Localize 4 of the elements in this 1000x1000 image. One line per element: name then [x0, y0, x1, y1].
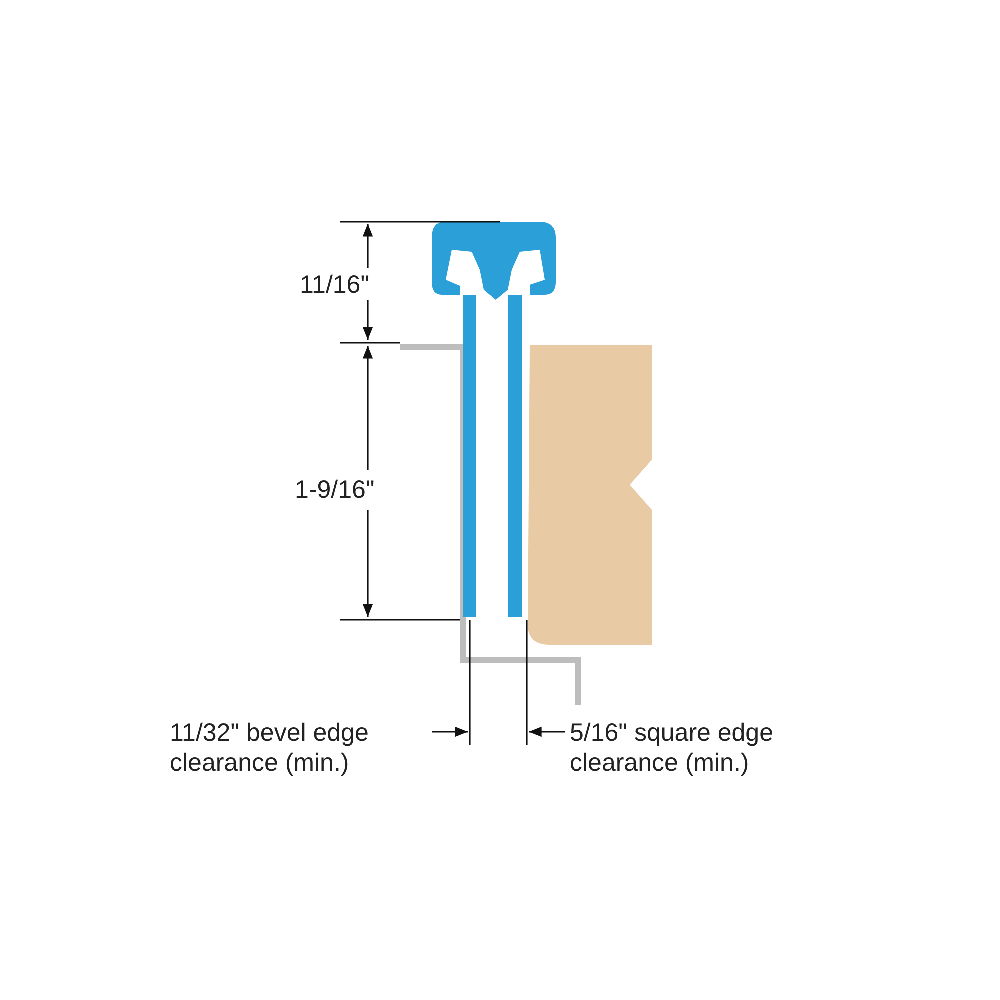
clearance-note: 11/32" bevel edge clearance (min.) — [170, 718, 370, 778]
dimension-label: 11/16" — [300, 270, 371, 300]
dimension-label: 1-9/16" — [295, 475, 376, 505]
clearance-note: 5/16" square edge clearance (min.) — [570, 718, 774, 778]
